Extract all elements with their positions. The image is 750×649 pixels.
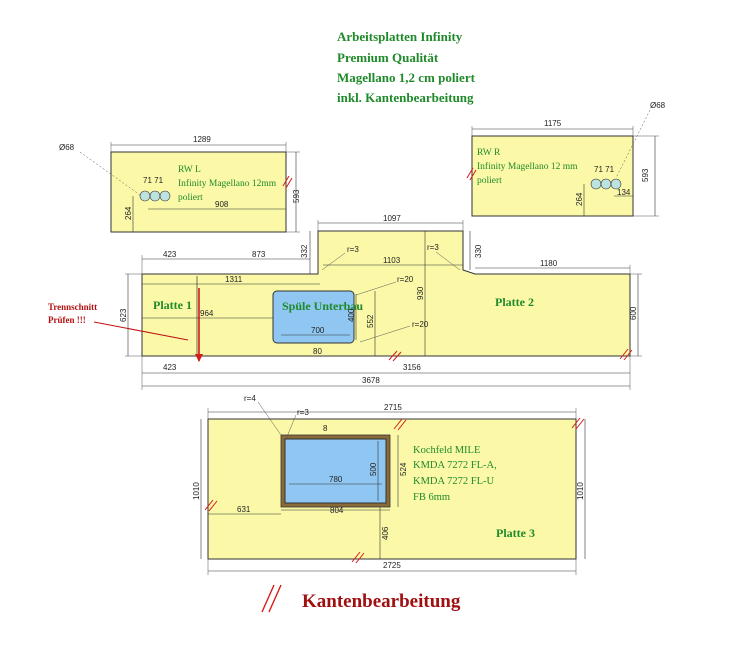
header-line-3: Magellano 1,2 cm poliert <box>337 70 476 85</box>
rwl-hole-1 <box>139 190 151 202</box>
rwl-material: Infinity Magellano 12mm <box>178 178 277 189</box>
rwl-inner: 908 <box>215 200 229 209</box>
cooktop-line-1: Kochfeld MILE <box>413 445 480 456</box>
header-line-4: inkl. Kantenbearbeitung <box>337 90 474 105</box>
dim-sink-w: 700 <box>311 326 325 335</box>
plate3-outline <box>207 418 577 560</box>
plate2-label: Platte 2 <box>495 295 534 309</box>
dim-1311: 1311 <box>225 275 243 284</box>
rwr-plate <box>471 135 634 217</box>
rwl-title: RW L <box>178 165 201 175</box>
dim-top-mid: 873 <box>252 250 266 259</box>
dim-r3a: r=3 <box>347 245 359 254</box>
dim-552: 552 <box>366 314 375 328</box>
dim-r20b: r=20 <box>412 320 429 329</box>
rwl-height: 593 <box>292 189 301 203</box>
p3-dim-cut-inner-w: 780 <box>329 475 343 484</box>
p3-dim-406: 406 <box>381 526 390 540</box>
cooktop-line-2: KMDA 7272 FL-A, <box>413 460 497 471</box>
p3-dim-cut-outer-h: 524 <box>399 462 408 476</box>
rwr-height: 593 <box>641 168 650 182</box>
plate1-label: Platte 1 <box>153 298 192 312</box>
dim-bottom-mid: 3156 <box>403 363 421 372</box>
p3-dim-offset-left: 631 <box>237 505 251 514</box>
dim-raised-width: 1097 <box>383 214 401 223</box>
p3-dim-r4: r=4 <box>244 394 256 403</box>
cooktop-cutout <box>284 438 387 504</box>
dim-80: 80 <box>313 347 322 356</box>
rwr-width: 1175 <box>544 119 562 128</box>
rwl-panel: 1289 908 593 264 Ø68 71 71 RW L Infinity… <box>59 135 301 233</box>
rwr-panel: 1175 593 264 134 Ø68 71 71 RW R Infinity… <box>466 101 666 217</box>
dim-sink-h: 400 <box>347 308 356 322</box>
p3-dim-cut-inner-h: 500 <box>369 462 378 476</box>
rwl-marks: 71 71 <box>143 176 164 185</box>
rwl-height-small: 264 <box>124 206 133 220</box>
dim-top-left: 423 <box>163 250 177 259</box>
rwl-hole-2 <box>149 190 161 202</box>
sink-cutout <box>272 290 355 344</box>
dim-964: 964 <box>200 309 214 318</box>
p3-dim-depth-right: 1010 <box>576 482 585 500</box>
header-line-1: Arbeitsplatten Infinity <box>337 29 463 44</box>
rwl-finish: poliert <box>178 193 203 203</box>
rwr-material: Infinity Magellano 12 mm <box>477 161 578 172</box>
dim-bottom-left: 423 <box>163 363 177 372</box>
rwl-hole-3 <box>159 190 171 202</box>
p3-dim-cut-outer-w: 804 <box>330 506 344 515</box>
cooktop-line-4: FB 6mm <box>413 492 450 503</box>
dim-930: 930 <box>416 286 425 300</box>
dim-raised-height: 332 <box>300 244 309 258</box>
rwr-offset: 134 <box>617 188 631 197</box>
plate3-panel: Platte 3 Kochfeld MILE KMDA 7272 FL-A, K… <box>192 394 586 575</box>
plate3-label: Platte 3 <box>496 526 535 540</box>
dim-r3b: r=3 <box>427 243 439 252</box>
dim-r20a: r=20 <box>397 275 414 284</box>
p3-dim-8: 8 <box>323 424 328 433</box>
rwr-hole-2 <box>600 178 612 190</box>
p3-dim-top: 2715 <box>384 403 402 412</box>
p3-dim-r3: r=3 <box>297 408 309 417</box>
cooktop-line-3: KMDA 7272 FL-U <box>413 476 495 487</box>
plate12-outline <box>141 230 631 357</box>
rwl-plate <box>110 151 287 233</box>
rwr-hole-dia: Ø68 <box>650 101 666 110</box>
rwl-width: 1289 <box>193 135 211 144</box>
legend-label: Kantenbearbeitung <box>302 591 461 612</box>
rwr-height-small: 264 <box>575 192 584 206</box>
rwr-title: RW R <box>477 148 501 158</box>
dim-raised-height-r: 330 <box>474 244 483 258</box>
rwr-hole-1 <box>590 178 602 190</box>
p3-dim-depth-left: 1010 <box>192 482 201 500</box>
legend: Kantenbearbeitung <box>261 584 461 613</box>
plate12-panel: Spüle Unterbau Platte 1 Platte 2 Trennsc… <box>48 214 642 390</box>
legend-edge-mark-1 <box>261 584 275 613</box>
rwl-hole-dia: Ø68 <box>59 143 75 152</box>
dim-right-width: 1180 <box>540 259 558 268</box>
dim-depth-right: 600 <box>629 306 638 320</box>
cut-note-1: Trennschnitt <box>48 302 97 312</box>
header: Arbeitsplatten Infinity Premium Qualität… <box>337 29 476 105</box>
rwr-marks: 71 71 <box>594 165 615 174</box>
cut-note-2: Prüfen !!! <box>48 315 86 325</box>
dim-total: 3678 <box>362 376 380 385</box>
p3-dim-bottom: 2725 <box>383 561 401 570</box>
sink-label: Spüle Unterbau <box>282 299 363 313</box>
dim-depth-left: 623 <box>119 308 128 322</box>
dim-raised-inner: 1103 <box>383 256 401 265</box>
rwr-finish: poliert <box>477 176 502 186</box>
legend-edge-mark-2 <box>268 584 282 613</box>
rwr-hole-3 <box>610 178 622 190</box>
header-line-2: Premium Qualität <box>337 50 439 65</box>
